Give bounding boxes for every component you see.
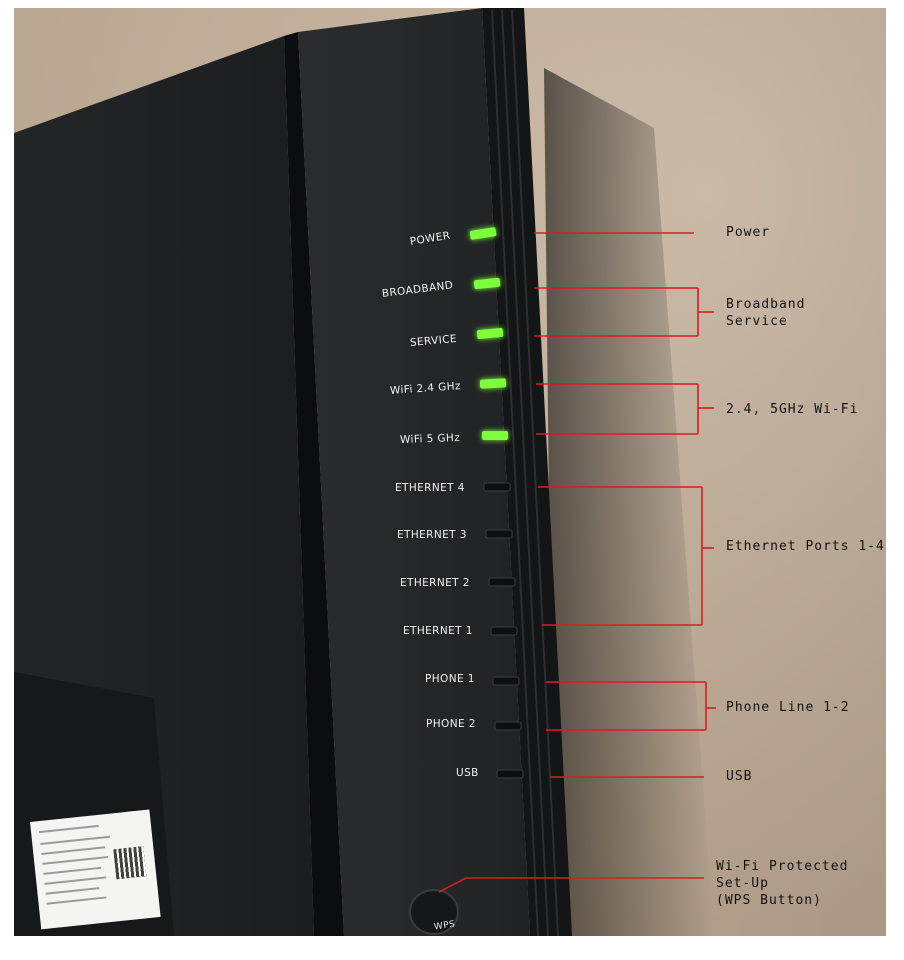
led-wifi-24 bbox=[479, 378, 507, 389]
led-ethernet-2 bbox=[488, 577, 516, 587]
label-ethernet-3: ETHERNET 3 bbox=[397, 529, 467, 541]
label-ethernet-2: ETHERNET 2 bbox=[400, 577, 470, 589]
annotation-wps-line1: Wi-Fi Protected bbox=[716, 859, 849, 874]
device-sticker bbox=[30, 809, 161, 930]
router-side-fins bbox=[482, 8, 572, 936]
annotation-ethernet: Ethernet Ports 1-4 bbox=[726, 539, 885, 554]
router-front-panel bbox=[298, 8, 530, 936]
annotation-phone: Phone Line 1-2 bbox=[726, 700, 850, 715]
label-ethernet-4: ETHERNET 4 bbox=[395, 482, 465, 494]
router-groove bbox=[284, 32, 344, 936]
led-ethernet-4 bbox=[483, 482, 511, 492]
label-phone-1: PHONE 1 bbox=[425, 673, 475, 685]
annotation-broadband: Broadband bbox=[726, 297, 806, 312]
router-illustration bbox=[14, 8, 716, 936]
annotation-wps-line3: (WPS Button) bbox=[716, 893, 822, 908]
led-wifi-5 bbox=[482, 431, 508, 440]
led-service bbox=[476, 328, 504, 339]
annotation-power: Power bbox=[726, 225, 771, 240]
led-usb bbox=[496, 769, 524, 779]
label-phone-2: PHONE 2 bbox=[426, 718, 476, 730]
annotation-wifi: 2.4, 5GHz Wi-Fi bbox=[726, 402, 859, 417]
annotation-usb: USB bbox=[726, 769, 753, 784]
label-wifi-5: WiFi 5 GHz bbox=[399, 431, 461, 446]
annotation-wps-line2: Set-Up bbox=[716, 876, 769, 891]
router-shadow bbox=[544, 68, 714, 936]
led-phone-2 bbox=[494, 721, 522, 731]
led-ethernet-1 bbox=[490, 626, 518, 636]
qr-code-icon bbox=[113, 846, 147, 880]
led-phone-1 bbox=[492, 676, 520, 686]
label-ethernet-1: ETHERNET 1 bbox=[403, 625, 473, 637]
annotation-service: Service bbox=[726, 314, 788, 329]
led-ethernet-3 bbox=[485, 529, 513, 539]
wps-button bbox=[409, 889, 459, 935]
label-usb: USB bbox=[456, 767, 479, 779]
router-photo: POWER BROADBAND SERVICE WiFi 2.4 GHz WiF… bbox=[14, 8, 886, 936]
led-broadband bbox=[473, 277, 501, 290]
callout-lines bbox=[438, 232, 716, 893]
led-power bbox=[469, 227, 497, 240]
